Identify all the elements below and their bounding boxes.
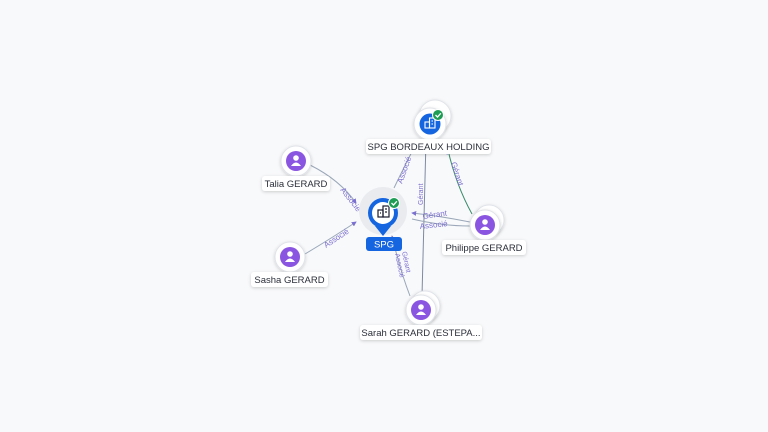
node-sarah[interactable]: Sarah GERARD (ESTEPA... <box>360 290 482 340</box>
node-circle <box>411 300 431 320</box>
node-circle <box>280 247 300 267</box>
pin-tail <box>375 226 391 236</box>
edge-label: Gérant <box>449 161 465 188</box>
node-label-bg <box>442 240 526 255</box>
edge-sarah-holding[interactable]: Gérant <box>418 139 427 297</box>
node-label: Philippe GERARD <box>445 243 522 254</box>
verified-check-icon <box>432 109 444 121</box>
edge-philippe-holding[interactable]: Gérant <box>446 149 473 215</box>
node-sasha[interactable]: Sasha GERARD <box>251 241 328 287</box>
edge-label: Associé <box>322 227 351 250</box>
edge-philippe-spg-associe[interactable]: Associé <box>411 218 471 231</box>
node-circle <box>475 215 495 235</box>
node-label: SPG <box>374 240 394 251</box>
building-icon <box>377 205 390 218</box>
edge-label: Associé <box>393 253 405 279</box>
node-talia[interactable]: Talia GERARD <box>262 145 330 191</box>
person-icon <box>480 219 490 230</box>
node-label-bg <box>366 237 402 251</box>
verified-check-icon <box>388 197 400 209</box>
node-circle <box>286 151 306 171</box>
node-label: SPG BORDEAUX HOLDING <box>368 142 490 153</box>
node-label: Talia GERARD <box>265 179 328 190</box>
node-label: Sarah GERARD (ESTEPA... <box>361 328 480 339</box>
person-icon <box>416 304 426 315</box>
person-icon <box>291 155 301 166</box>
edge-label: Gérant <box>422 209 448 221</box>
edge-philippe-spg-gerant[interactable]: Gérant <box>411 209 471 223</box>
node-spg[interactable]: SPG <box>359 187 407 251</box>
node-label-bg <box>262 176 330 191</box>
edge-label: Associé <box>419 219 448 231</box>
person-icon <box>285 251 295 262</box>
node-label: Sasha GERARD <box>254 275 324 286</box>
node-holding[interactable]: SPG BORDEAUX HOLDING <box>366 99 491 154</box>
building-icon <box>424 117 436 129</box>
node-label-bg <box>360 325 482 340</box>
edge-label: Gérant <box>400 251 411 273</box>
node-philippe[interactable]: Philippe GERARD <box>442 204 526 255</box>
node-label-bg <box>366 139 491 154</box>
edge-label: Gérant <box>418 184 425 205</box>
edge-label: Associé <box>395 155 413 185</box>
node-label-bg <box>251 272 328 287</box>
edge-sasha-spg[interactable]: Associé <box>304 221 357 255</box>
